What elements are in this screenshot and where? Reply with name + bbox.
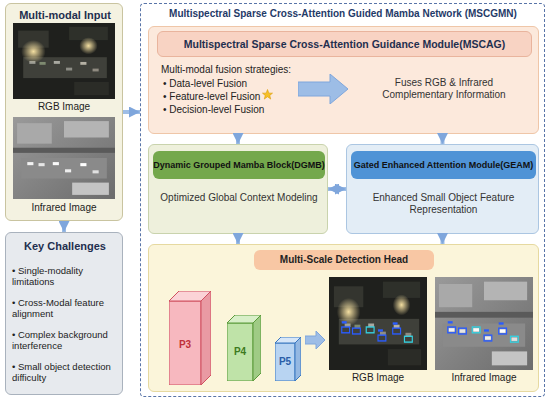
prism-face: [169, 301, 201, 385]
panel-title: Multi-modal Input: [6, 9, 124, 22]
challenges-panel: Key Challenges • Single-modality limitati…: [5, 232, 123, 395]
module-note: Enhanced Small Object Feature Representa…: [357, 192, 530, 216]
feature-map: P4: [227, 315, 261, 381]
bullet-item: • Data-level Fusion: [163, 78, 303, 90]
feature-map: P5: [275, 337, 301, 381]
bullet-item: • Complex background interference: [12, 329, 120, 352]
infrared-photo: [13, 117, 115, 199]
star-symbol: [262, 89, 273, 100]
bullet-item: • Single-modality limitations: [12, 265, 120, 288]
scale-label: P5: [275, 356, 295, 368]
module-header: Gated Enhanced Attention Module(GEAM): [351, 151, 536, 179]
prism-face: [201, 291, 211, 385]
prism-face: [295, 337, 301, 381]
feature-map: P3: [169, 291, 211, 385]
module-note: Optimized Global Context Modeling: [154, 192, 324, 204]
bullet-item: • Feature-level Fusion: [163, 91, 303, 103]
module-header: Multispectral Sparse Cross-Attention Gui…: [157, 31, 532, 57]
rgb-detection-photo: [329, 277, 427, 370]
bullet-item: • Cross-Modal feature alignment: [12, 297, 120, 320]
prism-face: [275, 343, 295, 381]
list-heading: Multi-modal fusion strategies:: [161, 64, 311, 76]
module-header: Multi-Scale Detection Head: [254, 250, 434, 270]
module-band: Multispectral Sparse Cross-Attention Gui…: [148, 26, 539, 134]
prism-face: [253, 315, 261, 381]
fusion-arrow: [298, 74, 348, 104]
bullet-item: • Decision-level Fusion: [163, 104, 303, 116]
rgb-photo: [13, 23, 115, 99]
module-band: Dynamic Grouped Mamba Block(DGMB) Optimiz…: [148, 144, 328, 234]
module-band: Gated Enhanced Attention Module(GEAM) Enh…: [346, 144, 539, 234]
flow-arrow: [62, 221, 66, 232]
output-arrow: [305, 331, 325, 349]
image-caption: RGB Image: [329, 372, 427, 384]
bullet-item: • Small object detection difficulty: [12, 361, 120, 384]
panel-title: Key Challenges: [10, 240, 120, 253]
image-caption: Infrared Image: [435, 372, 533, 384]
image-caption: Infrared Image: [5, 202, 123, 214]
prism-outline: [169, 291, 211, 385]
scale-label: P4: [227, 346, 253, 358]
frame-title: Multispectral Sparse Cross-Attention Gui…: [143, 8, 543, 20]
scale-label: P3: [169, 339, 201, 351]
module-header: Dynamic Grouped Mamba Block(DGMB): [153, 151, 325, 179]
flow-arrow: [123, 110, 140, 114]
prism-face: [227, 323, 253, 381]
infrared-detection-photo: [435, 277, 533, 370]
image-caption: RGB Image: [5, 101, 123, 113]
module-note: Fuses RGB & Infrared Complementary Infor…: [359, 77, 529, 101]
